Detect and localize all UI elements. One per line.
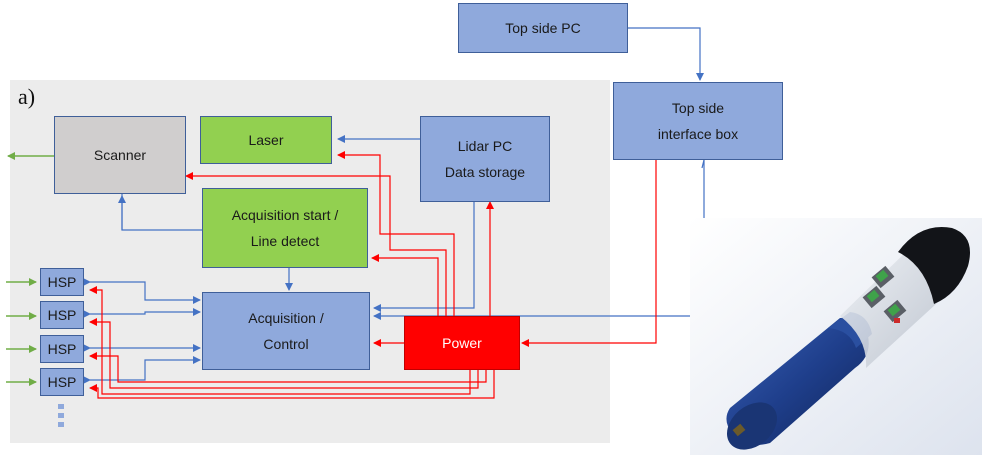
- hsp-box: HSP: [40, 335, 84, 363]
- interface-box-label-line1: Top side: [671, 100, 725, 116]
- acquisition-start-label-line1: Acquisition start /: [231, 207, 339, 223]
- acquisition-control-label-line2: Control: [263, 336, 309, 352]
- hsp-box: HSP: [40, 301, 84, 329]
- top-side-pc-label: Top side PC: [505, 20, 581, 36]
- scanner-box: Scanner: [54, 116, 186, 194]
- lidar-pc-label-line1: Lidar PC: [457, 138, 513, 154]
- acquisition-control-box: Acquisition / Control: [202, 292, 370, 370]
- lidar-device-render: [690, 218, 982, 455]
- top-side-pc-box: Top side PC: [458, 3, 628, 53]
- part-a-label: a): [18, 84, 36, 109]
- hsp-box: HSP: [40, 368, 84, 396]
- hsp-box: HSP: [40, 268, 84, 296]
- lidar-pc-box: Lidar PC Data storage: [420, 116, 550, 202]
- scanner-label: Scanner: [93, 147, 147, 163]
- top-side-interface-box: Top side interface box: [613, 82, 783, 160]
- laser-label: Laser: [248, 132, 284, 148]
- laser-box: Laser: [200, 116, 332, 164]
- continuation-dots: [58, 404, 66, 431]
- hsp-label: HSP: [47, 307, 77, 323]
- interface-box-label-line2: interface box: [657, 126, 739, 142]
- hsp-label: HSP: [47, 374, 77, 390]
- acquisition-start-label-line2: Line detect: [250, 233, 320, 249]
- hsp-label: HSP: [47, 341, 77, 357]
- power-box: Power: [404, 316, 520, 370]
- acquisition-start-box: Acquisition start / Line detect: [202, 188, 368, 268]
- hsp-label: HSP: [47, 274, 77, 290]
- lidar-pc-label-line2: Data storage: [444, 164, 526, 180]
- power-label: Power: [442, 335, 482, 351]
- acquisition-control-label-line1: Acquisition /: [248, 310, 324, 326]
